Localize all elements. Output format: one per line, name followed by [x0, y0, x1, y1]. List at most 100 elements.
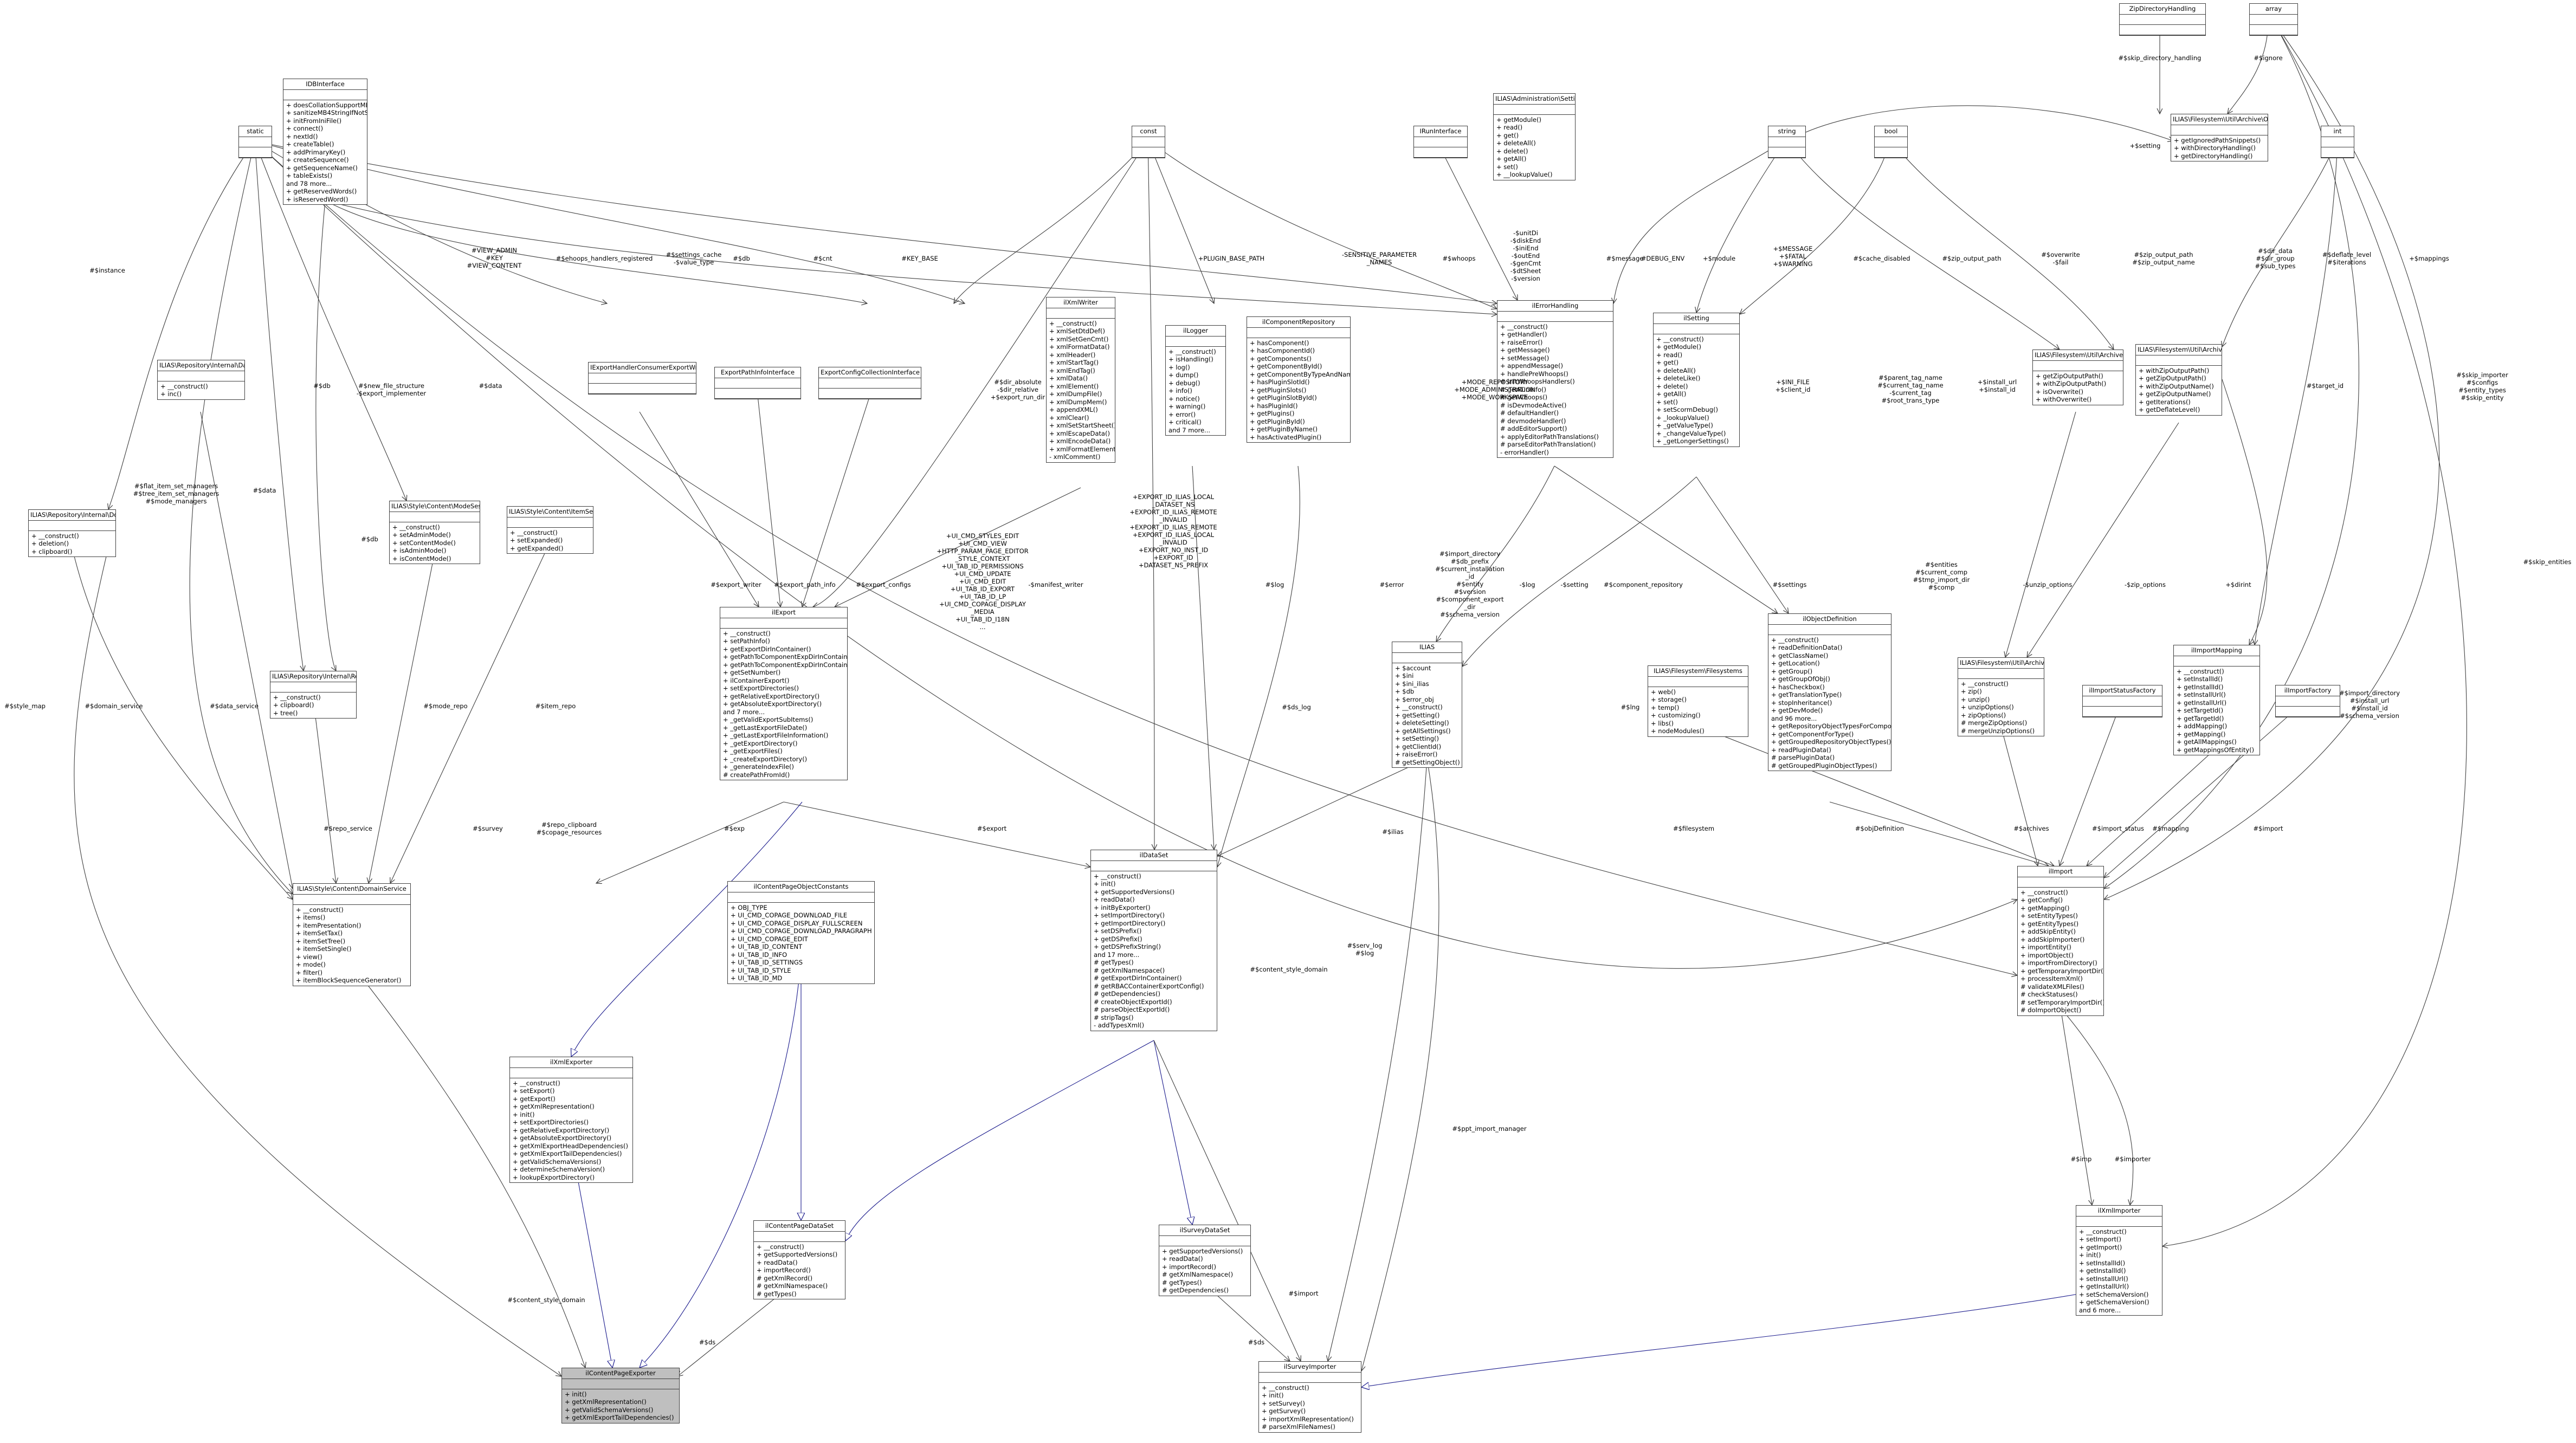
association-edge [1829, 801, 2049, 866]
class-member: + __construct() [1262, 1383, 1309, 1392]
class-int: int [2321, 126, 2354, 158]
class-member: # getDependencies() [1094, 990, 1160, 998]
edge-label-line: #$settings_cache [666, 251, 722, 258]
association-edge [1328, 758, 1428, 1361]
class-static: static [238, 126, 272, 158]
edge-label-line: #$version [1454, 588, 1486, 596]
edge-label-line: #$zip_output_path [1942, 255, 2002, 262]
class-member: + xmlEndTag() [1049, 366, 1095, 374]
edge-label: +$MESSAGE+$FATAL+$WARNING [1773, 245, 1812, 268]
class-member: + getValidSchemaVersions() [565, 1406, 654, 1414]
class-member: + setScormDebug() [1656, 406, 1719, 413]
class-title: ilDataSet [1091, 850, 1217, 861]
edge-label-line: #$dir_absolute [994, 378, 1042, 386]
class-member: # stripTags() [1094, 1013, 1134, 1021]
class-member: + filter() [296, 968, 323, 976]
edge-label-line: #$skip_entities [2523, 558, 2572, 566]
edge-label-line: #$data [253, 487, 276, 494]
edge-label-line: #$item_repo [535, 702, 576, 710]
member-list: + __construct()+ getSupportedVersions()+… [754, 1242, 845, 1299]
class-member: + isHandling() [1168, 355, 1213, 363]
class-member: + log() [1168, 363, 1190, 371]
member-list: + __construct()+ setImport()+ getImport(… [2076, 1227, 2162, 1316]
class-member: + importXmlRepresentation() [1262, 1415, 1354, 1423]
class-member: + setInstallUrl() [2177, 691, 2226, 698]
class-member: + appendMessage() [1500, 362, 1563, 370]
class-member: + zip() [1961, 688, 1982, 695]
edge-label-line: #$ppt_import_manager [1452, 1125, 1527, 1133]
class-title: ilSetting [1654, 313, 1739, 324]
class-member: + web() [1651, 688, 1676, 696]
inheritance-edge [1153, 1040, 1192, 1225]
class-member: + readDefinitionData() [1771, 644, 1843, 651]
class-member: + UI_TAB_ID_MD [731, 974, 783, 982]
class-member: + temp() [1651, 703, 1680, 711]
class-member: + getIterations() [2139, 398, 2191, 406]
class-member: + xmlSetDtdDef() [1049, 327, 1105, 335]
edge-label: #$import_status [2092, 825, 2144, 832]
class-member: + getPathToComponentExpDirInContainerWit… [723, 661, 848, 669]
class-member: + setContentMode() [392, 539, 456, 547]
edge-label-line: #VIEW_CONTENT [467, 262, 522, 269]
class-member: # parsePluginData() [1771, 754, 1835, 761]
edge-label-line: +UI_CMD_STYLES_EDIT [946, 532, 1019, 540]
association-edge [1217, 465, 1300, 867]
edge-label: #$ilias [1382, 828, 1404, 836]
class-member: and 78 more... [286, 179, 332, 187]
association-edge [1786, 139, 2059, 350]
edge-label-line: -$manifest_writer [1028, 581, 1083, 588]
class-member: + delete() [1496, 147, 1528, 155]
class-member: + getPathToComponentExpDirInContainer() [723, 653, 848, 661]
class-member: # getXmlRecord() [757, 1274, 813, 1282]
edge-label: #$whoops [1442, 255, 1475, 262]
class-member: + getInstallId() [2079, 1267, 2126, 1274]
class-member: and 17 more... [1094, 950, 1140, 959]
class-member: + getPluginByName() [1250, 425, 1318, 433]
edge-label: #$error [1380, 581, 1404, 588]
edge-label: #$cache_disabled [1853, 255, 1910, 262]
edge-label: #VIEW_ADMIN#KEY#VIEW_CONTENT [467, 247, 522, 269]
edge-label-line: #$survey [473, 825, 503, 832]
member-list: + withZipOutputPath()+ getZipOutputPath(… [2136, 366, 2222, 415]
class-filesystem-filesystems: ILIAS\Filesystem\Filesystems+ web()+ sto… [1648, 665, 1748, 737]
class-member: + hasPluginSlotId() [1250, 378, 1310, 386]
class-member: + notice() [1168, 394, 1200, 403]
edge-label: #$cnt [813, 255, 832, 262]
class-member: + xmlDumpMem() [1049, 398, 1107, 406]
edge-label-line: -$outEnd [1511, 252, 1540, 260]
class-member: # defaultHandler() [1500, 409, 1559, 417]
class-title: ilContentPageExporter [562, 1368, 679, 1379]
class-member: # parseXmlFileNames() [1262, 1423, 1335, 1431]
class-member: + __lookupValue() [1496, 171, 1553, 178]
class-member: + getComponents() [1250, 354, 1312, 363]
edge-label: #$ppt_import_manager [1452, 1125, 1526, 1133]
edge-label: #$db [733, 255, 750, 262]
class-member: + view() [296, 953, 322, 961]
edge-label-line: #$dir_data [2258, 247, 2293, 255]
class-member: + getClassName() [1771, 651, 1829, 659]
edge-label-line: #$import_status [2091, 825, 2145, 832]
edge-label-line: -$version [1511, 275, 1540, 282]
edge-label: -$manifest_writer [1028, 581, 1083, 588]
edge-label-line: #DEBUG_ENV [1641, 255, 1685, 262]
association-edge [315, 200, 336, 671]
edge-label: #$exp [724, 825, 745, 832]
class-title: const [1132, 126, 1165, 137]
edge-label-line: #$importer [2114, 1155, 2151, 1163]
association-edge [1217, 758, 1428, 856]
class-member: + xmlHeader() [1049, 351, 1096, 359]
class-export-path-info: ExportPathInfoInterface [714, 367, 801, 399]
class-member: + __construct() [1656, 335, 1704, 343]
class-member: + setImportDirectory() [1094, 911, 1165, 919]
class-member: + getComponentByTypeAndName() [1250, 370, 1351, 378]
edge-label: #$db [313, 382, 331, 390]
class-member: + deleteAll() [1496, 139, 1536, 147]
class-member: + zipOptions() [1961, 711, 2006, 719]
edge-label: #$content_style_domain [1250, 966, 1327, 973]
edge-label-line: +PLUGIN_BASE_PATH [1198, 255, 1265, 262]
class-member: + UI_CMD_COPAGE_EDIT [731, 935, 808, 943]
class-member: + warning() [1168, 403, 1206, 410]
edge-label-line: #$comp [1928, 584, 1955, 591]
edge-label-line: #$db [733, 255, 750, 262]
association-edge [802, 395, 870, 607]
